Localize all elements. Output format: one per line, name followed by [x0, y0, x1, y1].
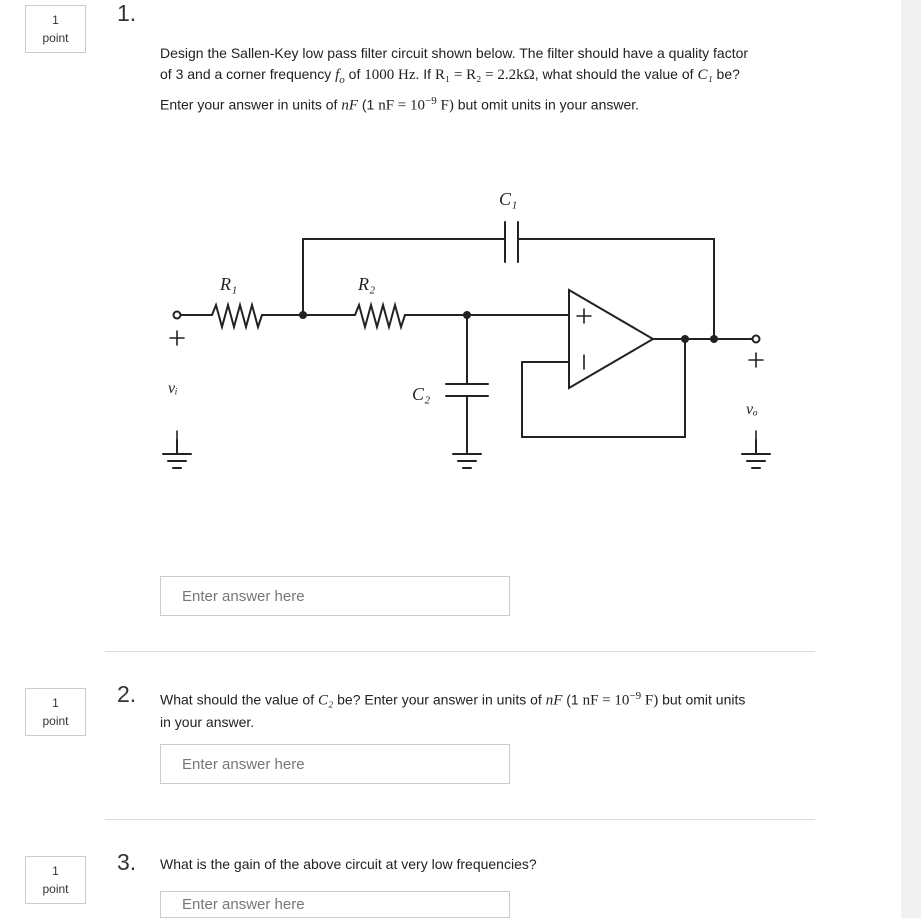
question-number: 3. — [117, 849, 137, 875]
question-text-part: . If — [415, 66, 435, 82]
answer-input-3[interactable] — [160, 891, 510, 918]
answer-input-1[interactable] — [160, 576, 510, 616]
math-frequency: 1000 Hz — [364, 67, 416, 83]
page-scrollbar-track[interactable] — [901, 0, 921, 918]
math-resistor-values: R₁ = R₂ = 2.2kΩ — [434, 67, 535, 83]
question-text-part: be? Enter your answer in units of — [333, 691, 546, 708]
math-exponent: −9 — [425, 95, 437, 107]
question-text-part: , what should the value of — [534, 66, 698, 82]
ground-symbol-c2 — [452, 453, 482, 469]
ground-symbol-input — [162, 439, 192, 469]
points-label: point — [42, 714, 69, 728]
junction-dot — [463, 311, 471, 319]
points-label: point — [42, 31, 69, 45]
question-text: What is the gain of the above circuit at… — [160, 856, 537, 872]
divider — [105, 651, 815, 652]
question-text-part: (1 — [562, 691, 583, 708]
label-r2: R₂ — [357, 274, 375, 294]
label-r1: R₁ — [219, 274, 237, 294]
points-value: 1 — [52, 13, 59, 27]
answer-input-2[interactable] — [160, 744, 510, 784]
label-c1: C₁ — [499, 189, 517, 209]
math-farad: F) — [641, 692, 659, 709]
question-text-part: be? Enter your answer in units of — [160, 66, 740, 113]
question-number: 1. — [117, 0, 137, 26]
question-text-part: but omit units in your answer. — [160, 691, 746, 730]
math-nf: nF — [545, 692, 563, 709]
op-amp — [568, 288, 655, 390]
math-exponent: −9 — [629, 690, 642, 702]
junction-dot — [299, 311, 307, 319]
question-text: What should the value of C₂ be? Enter yo… — [160, 686, 760, 733]
math-c2: C₂ — [318, 692, 334, 709]
math-nf-definition: nF = 10 — [582, 692, 630, 709]
points-label: point — [42, 882, 69, 896]
label-vi: vᵢ — [168, 380, 178, 397]
question-text-part: but omit units in your answer. — [453, 96, 640, 113]
junction-dot — [710, 335, 718, 343]
label-c2: C₂ — [412, 384, 430, 404]
question-text-part: What should the value of — [160, 691, 318, 708]
question-text-part: (1 — [357, 96, 379, 113]
question-number: 2. — [117, 681, 137, 707]
question-text-part: Design the Sallen-Key low pass filter ci… — [160, 45, 749, 82]
question-text-part: of — [344, 66, 365, 82]
points-box: 1 point — [25, 5, 86, 53]
input-terminal — [172, 310, 182, 320]
question-text: Design the Sallen-Key low pass filter ci… — [160, 43, 760, 117]
math-farad: F) — [436, 97, 454, 114]
math-fo-sub: o — [339, 74, 345, 86]
label-vo: vₒ — [746, 401, 758, 418]
math-fo-f: f — [335, 67, 340, 83]
output-terminal — [751, 334, 761, 344]
math-c1: C₁ — [697, 67, 713, 83]
math-fo: fo — [335, 67, 345, 86]
points-box: 1 point — [25, 688, 86, 736]
math-nf-definition: nF = 10 — [378, 97, 426, 114]
points-box: 1 point — [25, 856, 86, 904]
points-value: 1 — [52, 864, 59, 878]
junction-dot — [681, 335, 689, 343]
math-nf: nF — [341, 97, 358, 114]
ground-symbol-output — [741, 439, 771, 469]
divider — [105, 819, 815, 820]
points-value: 1 — [52, 696, 59, 710]
resistor-r1 — [211, 301, 263, 331]
resistor-r2 — [354, 301, 406, 331]
